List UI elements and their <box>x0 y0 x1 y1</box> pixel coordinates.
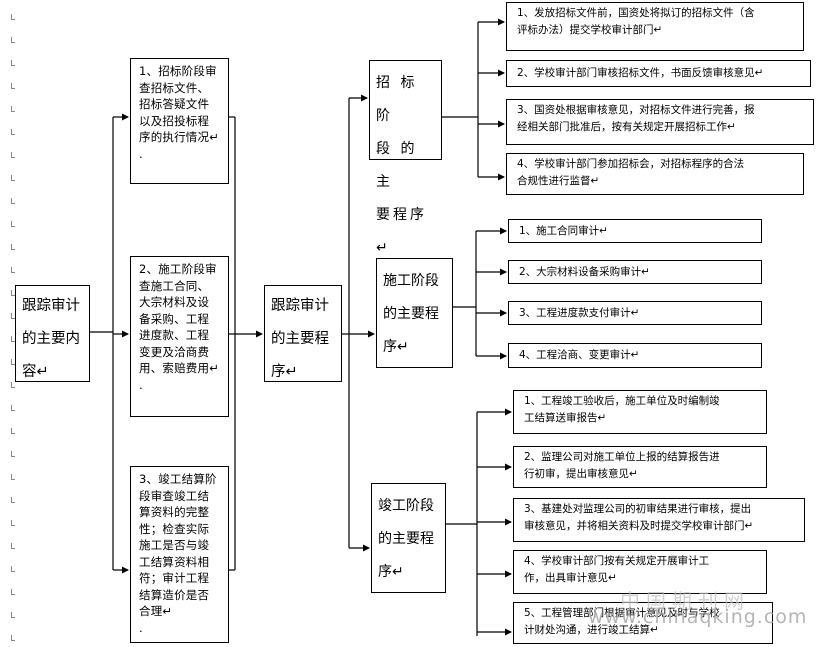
stage-box-completion: 竣工阶段 的主要程 序↵ <box>371 483 446 593</box>
margin-tick <box>11 198 15 204</box>
margin-tick <box>11 129 15 135</box>
stage-box-bidding: 招 标 阶 段 的 主 要程序↵ <box>369 60 442 256</box>
step-label: 2、大宗材料设备采购审计↵ <box>519 266 650 278</box>
construction-step-1: 1、施工合同审计↵ <box>508 219 762 243</box>
margin-tick <box>11 175 15 181</box>
margin-tick <box>11 405 15 411</box>
root-box: 跟踪审计 的主要内 容↵ <box>15 285 90 382</box>
stage-label: 施工阶段 的主要程 序↵ <box>383 273 439 355</box>
step-label: 3、国资处根据审核意见，对招标文件进行完善，报 经相关部门批准后，按有关规定开展… <box>517 104 755 133</box>
margin-tick <box>11 152 15 158</box>
margin-tick <box>11 14 15 20</box>
root-label: 跟踪审计 的主要内 容↵ <box>22 298 80 380</box>
procedure-label: 跟踪审计 的主要程 序↵ <box>271 298 329 380</box>
margin-tick <box>11 83 15 89</box>
step-label: 4、工程洽商、变更审计↵ <box>519 349 640 361</box>
watermark-url: www.chinaqking.com <box>588 606 808 628</box>
bidding-step-3: 3、国资处根据审核意见，对招标文件进行完善，报 经相关部门批准后，按有关规定开展… <box>506 99 814 145</box>
step-label: 4、学校审计部门按有关规定开展审计工 作，出具审计意见↵ <box>524 555 710 584</box>
step-label: 1、发放招标文件前，国资处将拟订的招标文件（含 评标办法）提交学校审计部门↵ <box>517 7 755 36</box>
margin-tick <box>11 37 15 43</box>
margin-tick <box>11 106 15 112</box>
content-label: 1、招标阶段审 查招标文件、 招标答疑文件 以及招投标程 序的执行情况↵ . <box>139 64 220 161</box>
completion-step-5: 5、工程管理部门根据审计意见及时与学校 计财处沟通，进行竣工结算↵ <box>513 602 773 644</box>
step-label: 4、学校审计部门参加招标会，对招标程序的合法 合规性进行监督↵ <box>517 158 745 187</box>
content-label: 3、竣工结算阶 段审查竣工结 算资料的完整 性；检查实际 施工是否与竣 工结算资… <box>139 472 217 635</box>
construction-step-4: 4、工程洽商、变更审计↵ <box>508 343 762 368</box>
margin-marks <box>11 0 17 647</box>
content-box-construction: 2、施工阶段审 查施工合同、 大宗材料及设 备采购、工程 进度款、工程 变更及洽… <box>130 256 229 417</box>
margin-tick <box>11 290 15 296</box>
content-box-completion: 3、竣工结算阶 段审查竣工结 算资料的完整 性；检查实际 施工是否与竣 工结算资… <box>130 466 229 643</box>
margin-tick <box>11 474 15 480</box>
margin-tick <box>11 612 15 618</box>
completion-step-2: 2、监理公司对施工单位上报的结算报告进 行初审，提出审核意见↵ <box>513 446 767 488</box>
margin-tick <box>11 382 15 388</box>
margin-tick <box>11 267 15 273</box>
margin-tick <box>11 244 15 250</box>
content-box-bidding: 1、招标阶段审 查招标文件、 招标答疑文件 以及招投标程 序的执行情况↵ . <box>130 58 229 184</box>
margin-tick <box>11 520 15 526</box>
construction-step-2: 2、大宗材料设备采购审计↵ <box>508 260 762 284</box>
step-label: 2、监理公司对施工单位上报的结算报告进 行初审，提出审核意见↵ <box>524 451 720 480</box>
step-label: 2、学校审计部门审核招标文件，书面反馈审核意见↵ <box>517 67 764 79</box>
margin-tick <box>11 543 15 549</box>
completion-step-1: 1、工程竣工验收后，施工单位及时编制竣 工结算送审报告↵ <box>513 390 767 434</box>
stage-label: 竣工阶段 的主要程 序↵ <box>378 498 434 580</box>
completion-step-3: 3、基建处对监理公司的初审结果进行审核，提出 审核意见，并将相关资料及时提交学校… <box>513 498 805 542</box>
margin-tick <box>11 336 15 342</box>
margin-tick <box>11 497 15 503</box>
margin-tick <box>11 635 15 641</box>
stage-box-construction: 施工阶段 的主要程 序↵ <box>376 258 453 368</box>
step-label: 3、工程进度款支付审计↵ <box>519 307 640 319</box>
completion-step-4: 4、学校审计部门按有关规定开展审计工 作，出具审计意见↵ <box>513 550 767 594</box>
procedure-box: 跟踪审计 的主要程 序↵ <box>264 285 342 382</box>
content-label: 2、施工阶段审 查施工合同、 大宗材料及设 备采购、工程 进度款、工程 变更及洽… <box>139 262 220 392</box>
bidding-step-1: 1、发放招标文件前，国资处将拟订的招标文件（含 评标办法）提交学校审计部门↵ <box>506 2 804 51</box>
margin-tick <box>11 60 15 66</box>
bidding-step-2: 2、学校审计部门审核招标文件，书面反馈审核意见↵ <box>506 60 811 87</box>
step-label: 5、工程管理部门根据审计意见及时与学校 计财处沟通，进行竣工结算↵ <box>524 607 720 636</box>
margin-tick <box>11 359 15 365</box>
margin-tick <box>11 589 15 595</box>
stage-label: 招 标 阶 段 的 主 要程序↵ <box>376 75 427 256</box>
watermark-cn: 中国期刊网 <box>620 589 750 613</box>
construction-step-3: 3、工程进度款支付审计↵ <box>508 301 762 325</box>
bidding-step-4: 4、学校审计部门参加招标会，对招标程序的合法 合规性进行监督↵ <box>506 153 804 195</box>
margin-tick <box>11 428 15 434</box>
step-label: 1、工程竣工验收后，施工单位及时编制竣 工结算送审报告↵ <box>524 395 720 424</box>
margin-tick <box>11 451 15 457</box>
margin-tick <box>11 566 15 572</box>
step-label: 1、施工合同审计↵ <box>519 225 608 237</box>
margin-tick <box>11 313 15 319</box>
step-label: 3、基建处对监理公司的初审结果进行审核，提出 审核意见，并将相关资料及时提交学校… <box>524 503 754 532</box>
margin-tick <box>11 221 15 227</box>
